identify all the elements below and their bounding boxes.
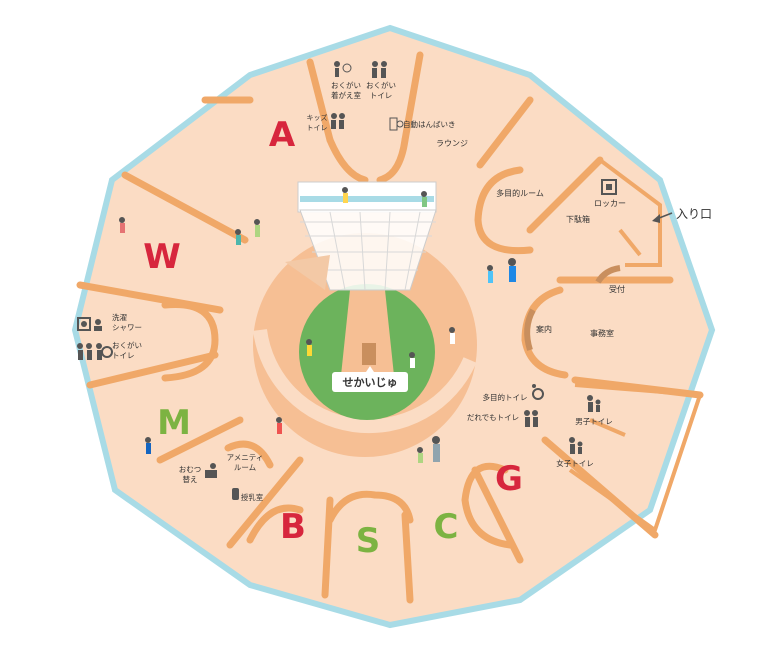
mens-toilet-icon [587, 395, 601, 412]
info-label: 案内 [536, 324, 552, 334]
anyone-toilet-label: だれでもトイレ [467, 413, 519, 422]
nursing-icon [232, 488, 239, 500]
top-toilet-label-2: トイレ [370, 91, 393, 100]
lounge-label: ラウンジ [436, 139, 468, 148]
zone-s: S [356, 521, 381, 561]
zone-b: B [280, 507, 306, 547]
toilet-pair-icon [372, 61, 387, 78]
office-label: 事務室 [590, 328, 614, 338]
zone-m: M [157, 403, 191, 443]
outdoor-toilet-label-2: トイレ [112, 351, 135, 360]
accessible-icon [532, 384, 544, 400]
multi-toilet-label: 多目的トイレ [483, 392, 528, 402]
kids-changing-label-1: おくがい [331, 80, 361, 90]
reception-counter [595, 265, 621, 284]
vending-icon [389, 117, 404, 131]
womens-toilet-label: 女子トイレ [556, 458, 594, 468]
entrance-arrow [652, 212, 673, 223]
zone-w: W [143, 237, 181, 277]
restroom-icons [77, 61, 617, 500]
vending-label: 自動はんばいき [403, 119, 456, 129]
diaper-label-1: おむつ [179, 465, 202, 474]
kids-toilet-icon [331, 113, 345, 129]
wash-label-2: シャワー [112, 323, 142, 332]
net-structure [285, 181, 437, 291]
multi-room-label: 多目的ルーム [496, 188, 544, 198]
locker-icon [601, 179, 617, 195]
outdoor-toilet-label-1: おくがい [112, 340, 142, 350]
tree-label: せかいじゅ [343, 376, 398, 389]
kids-toilet-label-2: トイレ [307, 124, 328, 132]
wash-icon [77, 317, 102, 331]
zone-letters: A W M B S C G [143, 115, 523, 561]
wash-label-1: 洗濯 [112, 312, 127, 322]
zone-a: A [269, 115, 296, 155]
locker-label: ロッカー [594, 199, 626, 208]
womens-toilet-icon [569, 437, 583, 454]
kids-changing-icon [334, 61, 352, 77]
nursing-label: 授乳室 [241, 492, 264, 502]
amenity-label-1: アメニティ [227, 453, 264, 462]
entrance-label: 入り口 [676, 207, 712, 221]
shoe-box-label: 下駄箱 [566, 214, 590, 224]
diaper-label-2: 替え [183, 474, 198, 484]
diaper-icon [205, 463, 217, 478]
right-rooms [568, 158, 703, 534]
outdoor-toilet-icon [77, 343, 113, 360]
nook-walls [161, 136, 569, 549]
reception-label: 受付 [609, 284, 625, 294]
anyone-toilet-icon [524, 410, 538, 427]
zone-c: C [434, 507, 459, 547]
amenity-label-2: ルーム [234, 463, 256, 472]
kids-toilet-label-1: キッズ [307, 113, 328, 122]
top-toilet-label-1: おくがい [366, 80, 396, 90]
info-counter [524, 308, 536, 351]
mens-toilet-label: 男子トイレ [575, 417, 613, 426]
people-figures [119, 187, 516, 463]
tree-label-badge: せかいじゅ [332, 366, 408, 392]
kids-changing-label-2: 着がえ室 [331, 90, 361, 100]
zone-g: G [495, 459, 523, 499]
central-plaza [253, 233, 477, 457]
